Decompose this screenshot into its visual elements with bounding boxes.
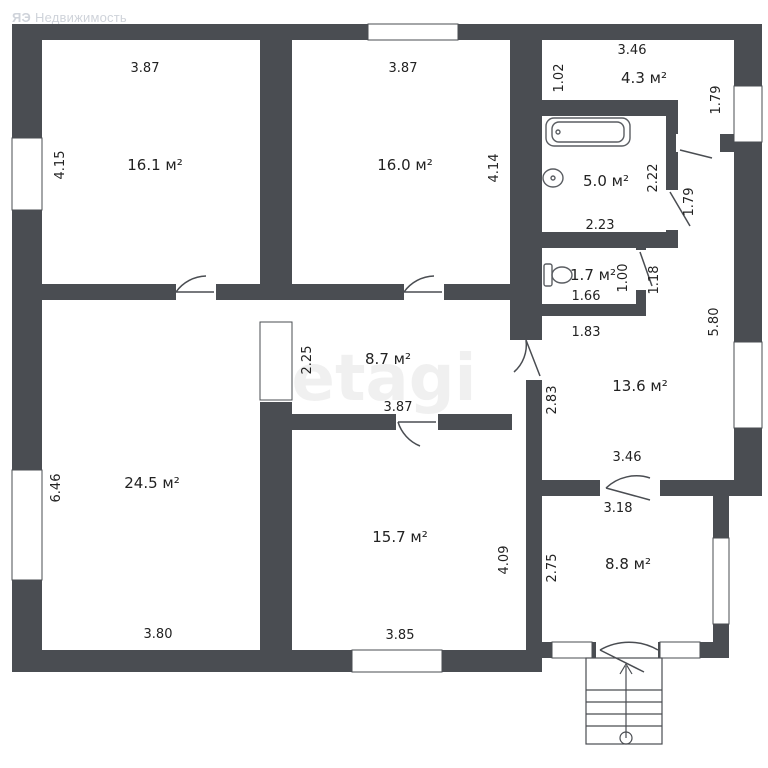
sink-icon — [542, 168, 564, 188]
dim-bottom-middle-width: 3.85 — [386, 628, 415, 643]
dim-bathroom-door: 1.79 — [682, 188, 697, 217]
windows — [11, 23, 763, 673]
brand-logo: ЯЭ Недвижимость — [12, 10, 127, 25]
wall-small-bath — [542, 100, 676, 116]
dim-small-top-height: 1.02 — [552, 64, 567, 93]
porch-stairs — [585, 657, 663, 745]
window-entry — [712, 537, 730, 625]
room-area-big-left: 24.5 м² — [124, 474, 180, 492]
room-area-top-left: 16.1 м² — [127, 156, 183, 174]
window-bottom-middle — [351, 649, 443, 673]
dim-bathroom-height: 2.22 — [646, 164, 661, 193]
dim-top-middle-width: 3.87 — [389, 61, 418, 76]
dim-hall-width-bottom: 3.46 — [613, 450, 642, 465]
dim-corridor-width: 3.87 — [384, 400, 413, 415]
logo-mark: ЯЭ — [12, 10, 31, 25]
wall-bottom-main — [12, 650, 542, 672]
room-area-toilet: 1.7 м² — [570, 266, 616, 284]
wall-top-annex — [512, 24, 762, 40]
room-area-bottom-middle: 15.7 м² — [372, 528, 428, 546]
dim-corridor-height: 2.25 — [300, 346, 315, 375]
opening-corridor — [259, 321, 293, 401]
wall-mid-upper — [260, 40, 292, 300]
dim-big-left-height: 6.46 — [49, 474, 64, 503]
window-big-left — [11, 469, 43, 581]
wall-bath-toilet — [542, 232, 678, 248]
dim-small-top-width: 3.46 — [618, 43, 647, 58]
dim-bathroom-width: 2.23 — [586, 218, 615, 233]
dim-entry-height: 2.75 — [545, 554, 560, 583]
dim-top-left-height: 4.15 — [53, 151, 68, 180]
window-entry-bottom-right — [659, 641, 701, 659]
room-area-small-top: 4.3 м² — [621, 69, 667, 87]
bathtub-icon — [545, 117, 631, 147]
wall-mid-lower — [260, 402, 292, 652]
dim-toilet-width: 1.66 — [572, 289, 601, 304]
room-area-bathroom: 5.0 м² — [583, 172, 629, 190]
room-area-corridor: 8.7 м² — [365, 350, 411, 368]
wall-h-upper — [42, 284, 512, 300]
dim-toilet-height: 1.00 — [616, 264, 631, 293]
room-area-entry: 8.8 м² — [605, 555, 651, 573]
toilet-icon — [543, 263, 573, 287]
walls — [12, 24, 762, 672]
dim-top-middle-height: 4.14 — [487, 154, 502, 183]
dim-toilet-door: 1.18 — [647, 266, 662, 295]
window-small-top — [733, 85, 763, 143]
dim-hall-width-top: 1.83 — [572, 325, 601, 340]
dim-entry-width: 3.18 — [604, 501, 633, 516]
room-area-top-middle: 16.0 м² — [377, 156, 433, 174]
dim-hall-height-right: 5.80 — [707, 308, 722, 337]
doors — [175, 134, 720, 673]
dim-bottom-middle-height: 4.09 — [497, 546, 512, 575]
dim-big-left-width: 3.80 — [144, 627, 173, 642]
window-entry-bottom-left — [551, 641, 593, 659]
dim-top-left-width: 3.87 — [131, 61, 160, 76]
room-area-hall: 13.6 м² — [612, 377, 668, 395]
wall-toilet-hall — [542, 304, 646, 316]
window-top-middle — [367, 23, 459, 41]
dim-hall-height-left: 2.83 — [545, 386, 560, 415]
wall-annex-left — [510, 40, 542, 340]
window-top-left — [11, 137, 43, 211]
logo-text: Недвижимость — [35, 10, 127, 25]
dim-small-top-side: 1.79 — [709, 86, 724, 115]
window-hall — [733, 341, 763, 429]
